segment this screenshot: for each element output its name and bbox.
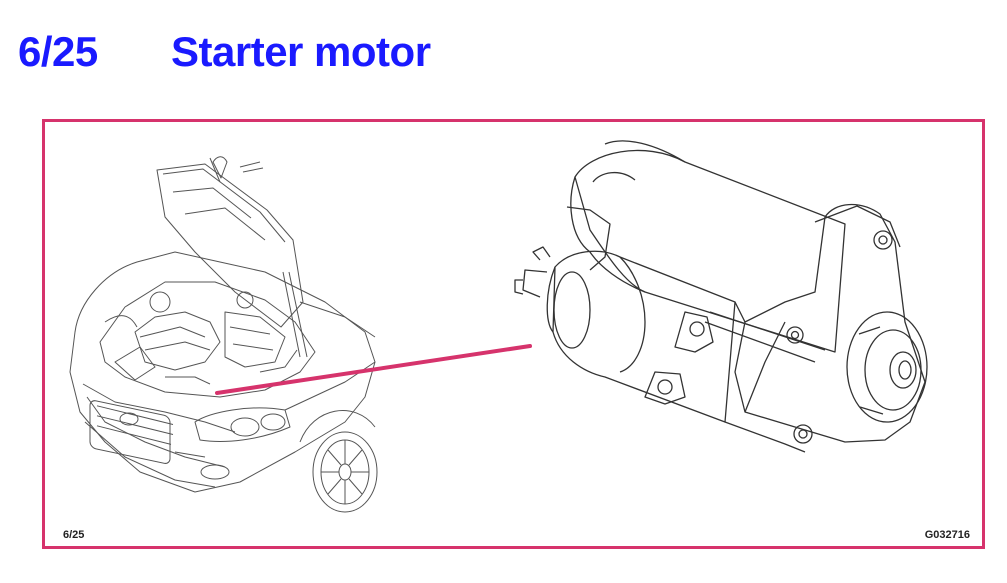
starter-motor-illustration-icon <box>514 140 928 453</box>
figure-drawing <box>69 140 928 513</box>
leader-line-icon <box>215 344 532 395</box>
page-number: 6/25 <box>18 28 98 75</box>
page-title: Starter motor <box>171 28 431 75</box>
figure-frame: 6/25 G032716 <box>42 119 985 549</box>
figure-id: G032716 <box>924 529 970 541</box>
figure-caption: 6/25 <box>63 529 85 541</box>
car-illustration-icon <box>69 156 378 513</box>
